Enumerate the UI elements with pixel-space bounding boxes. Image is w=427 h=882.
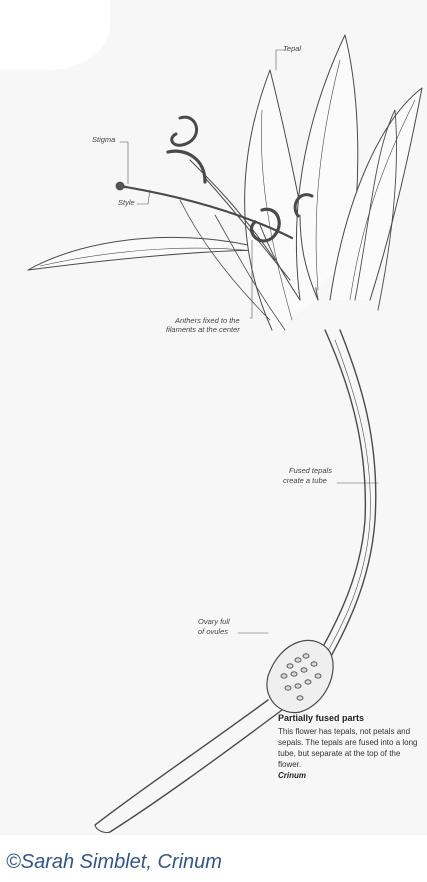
ovary — [267, 640, 333, 712]
label-fused-line2: create a tube — [283, 476, 327, 485]
label-ovary-line1: Ovary full — [198, 617, 230, 626]
tube-outer — [318, 330, 376, 680]
caption-block: Partially fused parts This flower has te… — [278, 713, 418, 781]
label-anthers-line2: filaments at the center — [166, 325, 240, 334]
label-ovary-line2: of ovules — [198, 627, 228, 636]
label-fused-line1: Fused tepals — [289, 466, 332, 475]
label-tepal: Tepal — [283, 44, 301, 53]
credit-text: ©Sarah Simblet, Crinum — [6, 851, 222, 874]
caption-title: Partially fused parts — [278, 713, 418, 723]
stem — [95, 700, 268, 825]
anther-2 — [168, 151, 205, 182]
tube-inner — [305, 330, 365, 678]
caption-body: This flower has tepals, not petals and s… — [278, 726, 418, 770]
anther-1 — [172, 117, 197, 145]
credit-box: ©Sarah Simblet, Crinum — [0, 847, 296, 882]
stigma — [116, 182, 124, 190]
label-style: Style — [118, 198, 135, 207]
caption-genus: Crinum — [278, 770, 418, 781]
label-stigma: Stigma — [92, 135, 115, 144]
left-tepal — [28, 237, 268, 270]
label-anthers-line1: Anthers fixed to the — [175, 316, 240, 325]
